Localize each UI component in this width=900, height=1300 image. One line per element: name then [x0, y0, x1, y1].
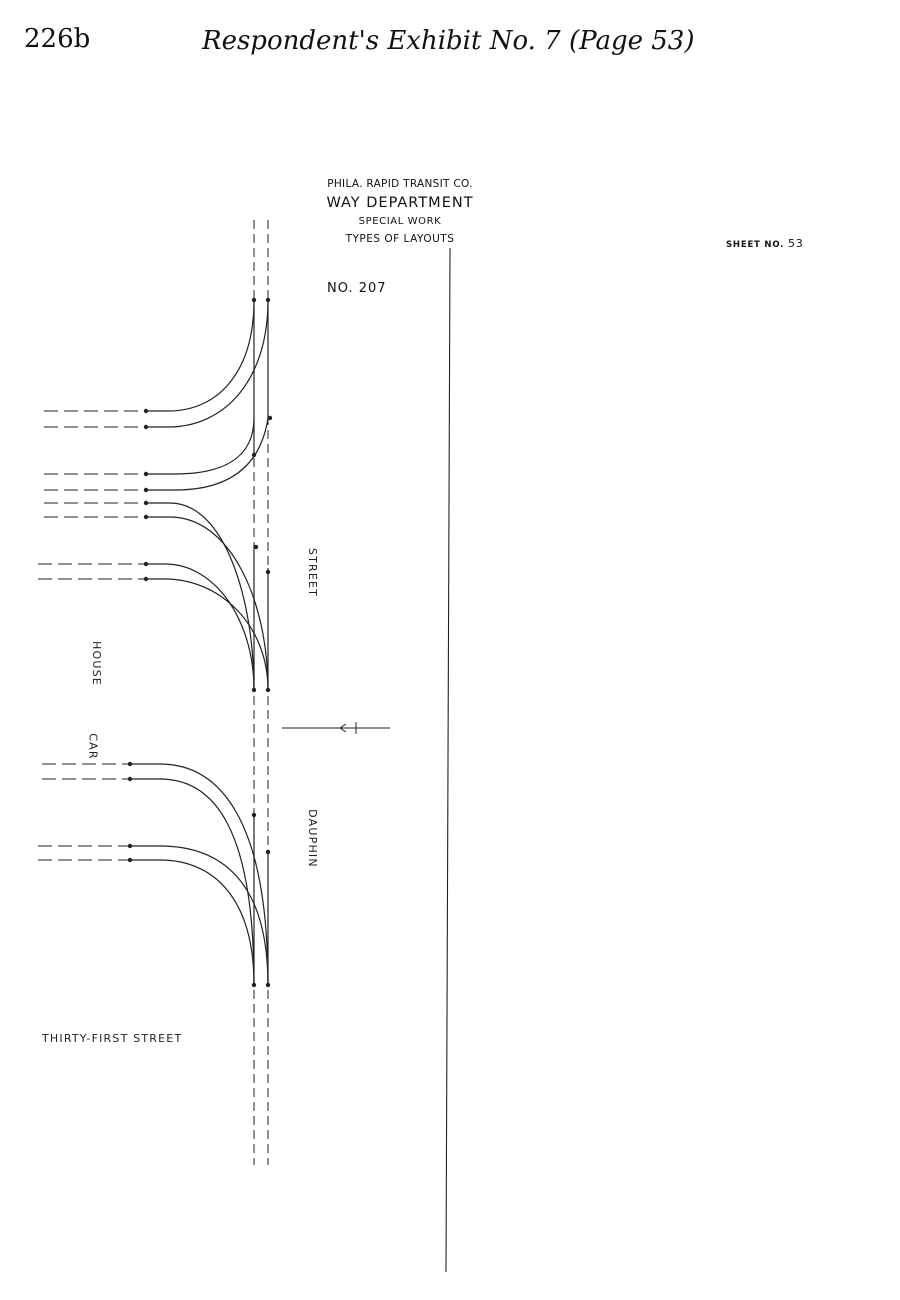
curve-track [146, 578, 269, 691]
curve-track [146, 299, 255, 412]
exhibit-title: Respondent's Exhibit No. 7 (Page 53) [202, 26, 695, 56]
track-joints [127, 297, 273, 988]
curve-track [146, 516, 269, 691]
title-company: PHILA. RAPID TRANSIT CO. [327, 178, 473, 190]
title-subject: TYPES OF LAYOUTS [345, 233, 455, 245]
curve-track [146, 299, 269, 428]
street-label-bottom: THIRTY-FIRST STREET [42, 1032, 183, 1045]
curve-track [146, 563, 255, 691]
sheet-number: 53 [787, 237, 804, 250]
title-department: WAY DEPARTMENT [326, 195, 474, 211]
curve-track [130, 845, 269, 986]
center-divider-line [445, 247, 451, 1273]
curve-track [146, 502, 255, 691]
curve-track [146, 417, 269, 491]
curve-track [130, 763, 269, 986]
title-section: SPECIAL WORK [358, 216, 442, 227]
sheet-number-block: SHEET NO. 53 [726, 237, 804, 250]
layout-number: NO. 207 [327, 281, 387, 296]
sheet-label: SHEET NO. [726, 240, 785, 250]
curve-track [130, 859, 255, 986]
arrow-marker-head [339, 723, 347, 733]
curve-track [130, 778, 255, 986]
curve-track [146, 417, 255, 475]
page-number: 226b [24, 24, 91, 54]
